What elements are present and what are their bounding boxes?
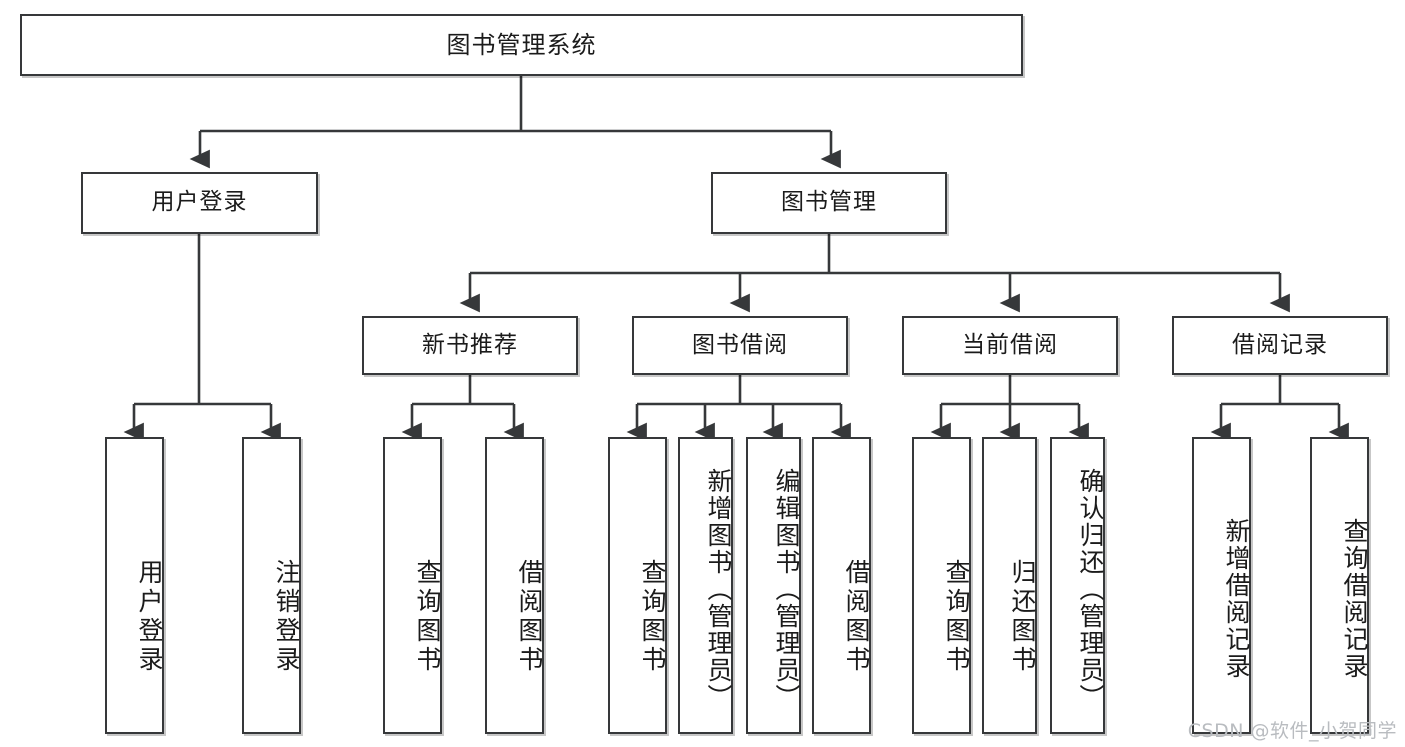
node-label: 图书管理 <box>781 189 877 216</box>
node-label: 新增图书（管理员） <box>704 468 733 711</box>
node-label: 注销登录 <box>272 558 301 675</box>
node-label: 编辑图书（管理员） <box>772 468 801 711</box>
node-leaf-query-book-3[interactable]: 查询图书 <box>912 437 971 734</box>
node-label: 新书推荐 <box>422 331 518 358</box>
node-leaf-add-book[interactable]: 新增图书（管理员） <box>678 437 733 734</box>
node-current-borrow[interactable]: 当前借阅 <box>902 316 1118 375</box>
node-label: 查询借阅记录 <box>1340 517 1369 680</box>
node-leaf-borrow-book-1[interactable]: 借阅图书 <box>485 437 544 734</box>
node-label: 用户登录 <box>151 189 248 216</box>
node-leaf-query-book-1[interactable]: 查询图书 <box>383 437 442 734</box>
csdn-watermark: CSDN @软件_小贺同学 <box>1187 720 1397 742</box>
node-leaf-add-record[interactable]: 新增借阅记录 <box>1192 437 1251 734</box>
node-book-borrow[interactable]: 图书借阅 <box>632 316 848 375</box>
node-label: 借阅图书 <box>842 558 871 675</box>
node-leaf-return-book[interactable]: 归还图书 <box>982 437 1037 734</box>
node-leaf-query-book-2[interactable]: 查询图书 <box>608 437 667 734</box>
node-borrow-record[interactable]: 借阅记录 <box>1172 316 1388 375</box>
node-label: 借阅记录 <box>1232 331 1328 358</box>
node-book-manage[interactable]: 图书管理 <box>711 172 947 234</box>
node-label: 用户登录 <box>135 558 164 675</box>
node-label: 当前借阅 <box>962 331 1058 358</box>
node-user-login[interactable]: 用户登录 <box>81 172 318 234</box>
node-label: 查询图书 <box>638 558 667 675</box>
node-leaf-confirm-return[interactable]: 确认归还（管理员） <box>1050 437 1105 734</box>
node-label: 借阅图书 <box>515 558 544 675</box>
node-label: 确认归还（管理员） <box>1076 468 1105 711</box>
node-label: 查询图书 <box>413 558 442 675</box>
node-label: 查询图书 <box>942 558 971 675</box>
node-leaf-logout[interactable]: 注销登录 <box>242 437 301 734</box>
node-leaf-edit-book[interactable]: 编辑图书（管理员） <box>746 437 801 734</box>
node-leaf-query-record[interactable]: 查询借阅记录 <box>1310 437 1369 734</box>
node-new-book-recommend[interactable]: 新书推荐 <box>362 316 578 375</box>
node-leaf-borrow-book-2[interactable]: 借阅图书 <box>812 437 871 734</box>
node-root-system[interactable]: 图书管理系统 <box>20 14 1023 76</box>
node-leaf-user-login[interactable]: 用户登录 <box>105 437 164 734</box>
node-label: 归还图书 <box>1008 558 1037 675</box>
node-label: 图书借阅 <box>692 331 788 358</box>
node-label: 图书管理系统 <box>446 30 597 59</box>
node-label: 新增借阅记录 <box>1222 517 1251 680</box>
